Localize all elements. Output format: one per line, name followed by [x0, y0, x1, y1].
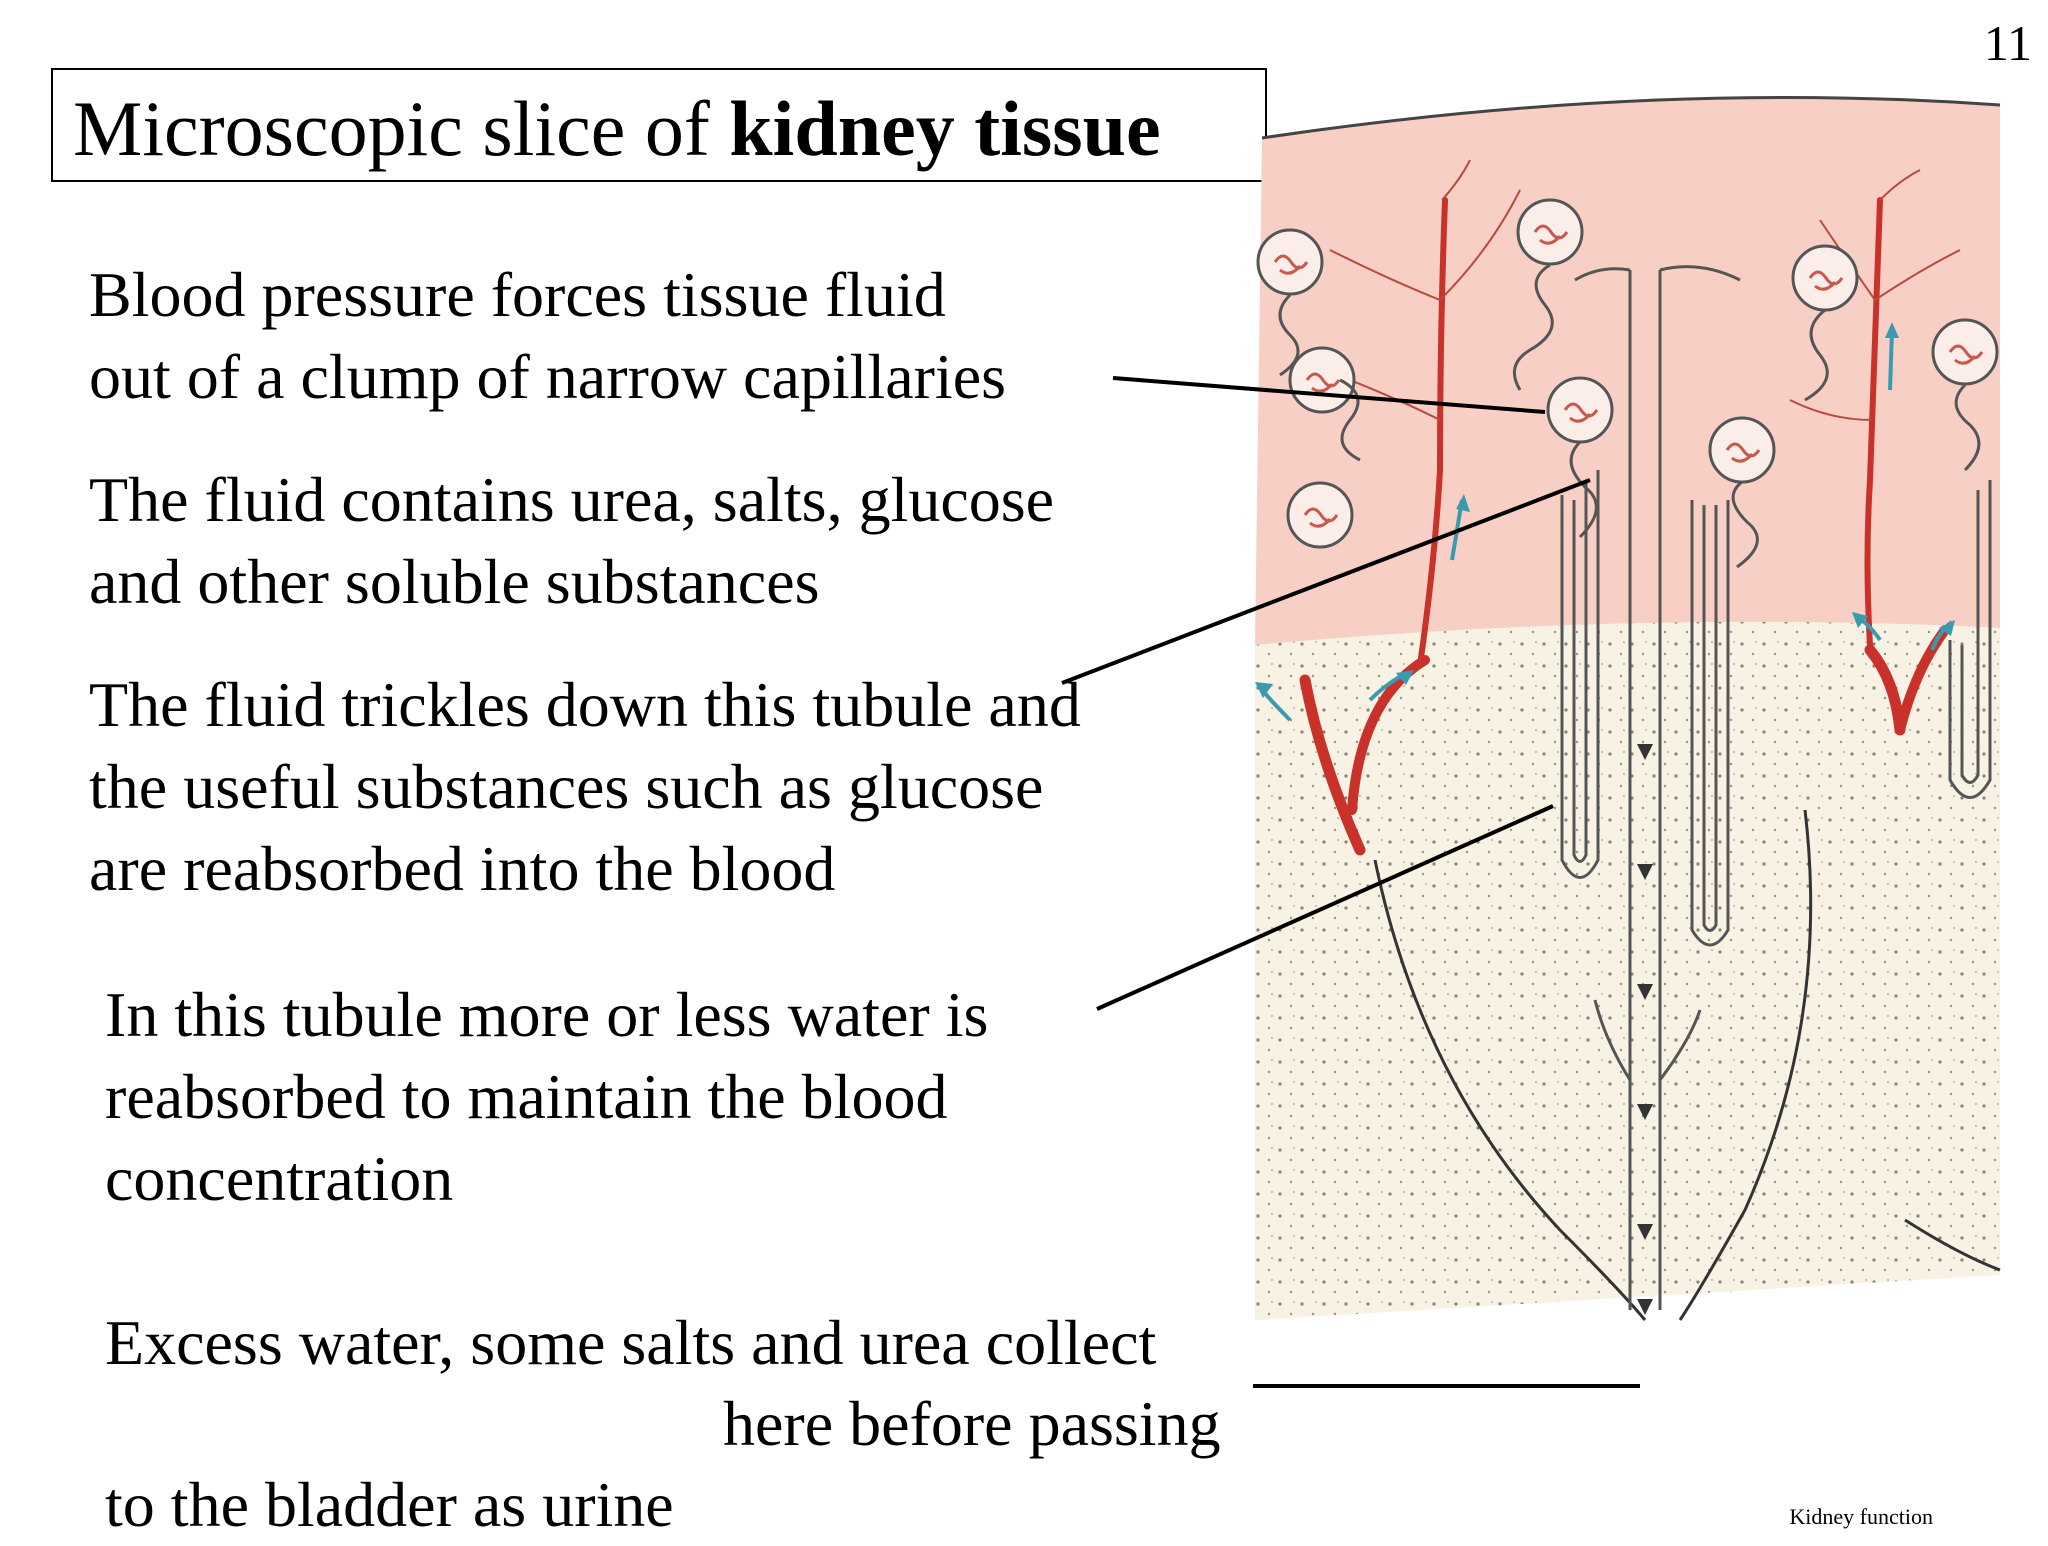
branch-vessels	[1329, 159, 1961, 421]
text-capillaries: Blood pressure forces tissue fluid out o…	[89, 254, 1006, 418]
text-collecting-line-2: here before passing	[723, 1388, 1221, 1459]
collecting-duct	[1574, 265, 1741, 1310]
text-line: and other soluble substances	[89, 546, 820, 617]
page-number: 11	[1983, 15, 2032, 71]
text-line: concentration	[105, 1143, 454, 1214]
title-bold: kidney tissue	[729, 85, 1161, 172]
text-line: The fluid contains urea, salts, glucose	[89, 464, 1055, 535]
text-collecting-line-1: Excess water, some salts and urea collec…	[105, 1307, 1157, 1378]
leader-loop-of-henle	[1096, 804, 1554, 1011]
text-collecting-line-3: to the bladder as urine	[105, 1469, 674, 1540]
pyramid-outline-right	[1904, 1218, 2001, 1272]
leader-capillaries	[1112, 376, 1546, 414]
text-water-reabsorption: In this tubule more or less water is rea…	[105, 974, 988, 1220]
title-prefix: Microscopic slice of	[73, 85, 730, 172]
loops-of-henle	[1560, 470, 1992, 947]
text-line: reabsorbed to maintain the blood	[105, 1061, 948, 1132]
text-line: In this tubule more or less water is	[105, 979, 989, 1050]
slide-title: Microscopic slice of kidney tissue	[51, 68, 1267, 182]
text-line: the useful substances such as glucose	[89, 751, 1044, 822]
text-fluid-contents: The fluid contains urea, salts, glucose …	[89, 459, 1054, 623]
artery-left	[1299, 197, 1448, 856]
leader-proximal-tubule	[1061, 478, 1591, 685]
text-line: are reabsorbed into the blood	[89, 833, 836, 904]
pyramid-outline	[1373, 809, 1813, 1321]
text-line: Blood pressure forces tissue fluid	[89, 259, 946, 330]
cortex-region	[1255, 97, 2000, 646]
footer-label: Kidney function	[1789, 1504, 1933, 1529]
leader-lines	[1061, 376, 1640, 1388]
kidney-capsule	[1261, 95, 2001, 140]
medulla-texture	[1255, 621, 2000, 1320]
capillary-tufts	[1273, 224, 1984, 528]
text-reabsorption: The fluid trickles down this tubule and …	[89, 664, 1081, 910]
text-line: out of a clump of narrow capillaries	[89, 341, 1006, 412]
duct-arrows	[1637, 744, 1653, 1315]
flow-arrowheads	[1255, 322, 1955, 698]
text-line: The fluid trickles down this tubule and	[89, 669, 1081, 740]
convoluted-tubules	[1278, 263, 1981, 569]
